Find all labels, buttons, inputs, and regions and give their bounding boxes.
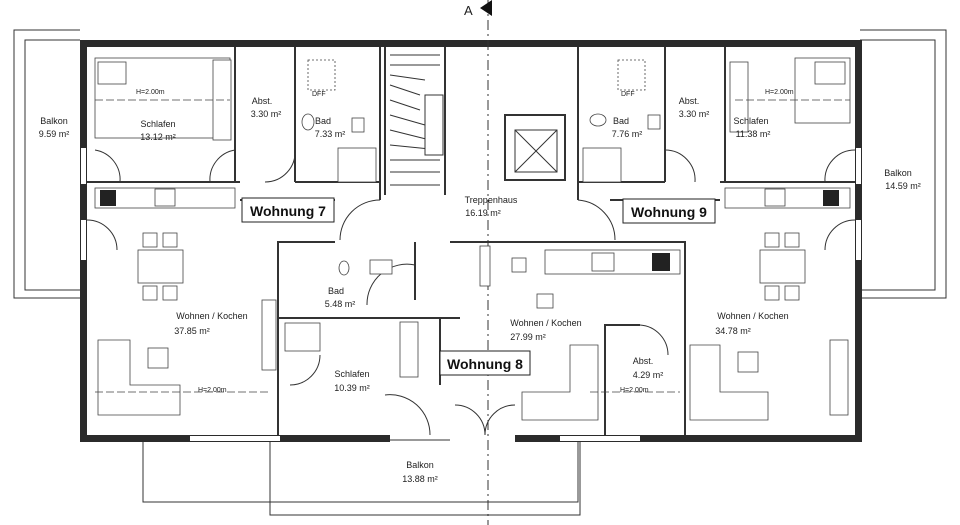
height-mark-2: H=2.00m [765,89,794,96]
height-mark-1: H=2.00m [136,89,165,96]
room-name-abst-8: Abst. [633,356,654,366]
room-area-bad-9: 7.76 m² [612,129,643,139]
room-name-bad-7: Bad [315,116,331,126]
exterior-walls [80,40,862,442]
room-area-wohnen-7: 37.85 m² [174,326,210,336]
apartment-title-w9: Wohnung 9 [631,204,707,220]
room-name-treppenhaus: Treppenhaus [465,195,518,205]
apartment-title-w7: Wohnung 7 [250,203,326,219]
room-name-schlafen-7: Schlafen [140,119,175,129]
room-name-schlafen-8: Schlafen [334,369,369,379]
room-name-bad-8: Bad [328,286,344,296]
room-area-schlafen-9: 11.38 m² [736,129,771,139]
room-area-abst-9: 3.30 m² [679,109,710,119]
elevator [514,129,558,173]
section-marker-label: A [464,3,473,18]
room-area-schlafen-8: 10.39 m² [334,383,370,393]
room-area-balkon-left: 9.59 m² [39,129,70,139]
room-area-bad-7: 7.33 m² [315,129,346,139]
dff-label-2: DFF [621,91,635,98]
door-swings [86,149,856,436]
apartment-title-w8: Wohnung 8 [447,356,523,372]
height-mark-4: H=2.00m [620,387,649,394]
room-name-bad-9: Bad [613,116,629,126]
room-name-abst-7: Abst. [252,96,273,106]
room-area-balkon-right: 14.59 m² [885,181,921,191]
room-name-abst-9: Abst. [679,96,700,106]
room-name-wohnen-7: Wohnen / Kochen [176,311,247,321]
dff-label-1: DFF [312,91,326,98]
room-area-wohnen-9: 34.78 m² [715,326,751,336]
room-area-abst-7: 3.30 m² [251,109,282,119]
furniture [94,57,851,421]
small-annotations: H=2.00m H=2.00m H=2.00m H=2.00m DFF DFF … [136,3,794,394]
room-name-schlafen-9: Schlafen [733,116,768,126]
height-mark-3: H=2.00m [198,387,227,394]
room-name-wohnen-9: Wohnen / Kochen [717,311,788,321]
apartment-titles: Wohnung 7 Wohnung 8 Wohnung 9 [241,197,716,376]
room-name-wohnen-8: Wohnen / Kochen [510,318,581,328]
room-name-balkon-left: Balkon [40,116,68,126]
room-area-wohnen-8: 27.99 m² [510,332,546,342]
balcony-bottom [142,439,581,516]
room-area-treppenhaus: 16.19 m² [465,208,501,218]
height-markers [95,99,850,393]
room-name-balkon-bottom: Balkon [406,460,434,470]
balcony-right [860,29,947,299]
staircase [389,54,444,186]
room-area-balkon-bottom: 13.88 m² [402,474,438,484]
room-area-bad-8: 5.48 m² [325,299,356,309]
room-labels: Balkon 9.59 m² Schlafen 13.12 m² Abst. 3… [39,96,921,484]
room-area-schlafen-7: 13.12 m² [140,132,176,142]
room-name-balkon-right: Balkon [884,168,912,178]
room-area-abst-8: 4.29 m² [633,370,664,380]
balcony-left [13,29,80,299]
